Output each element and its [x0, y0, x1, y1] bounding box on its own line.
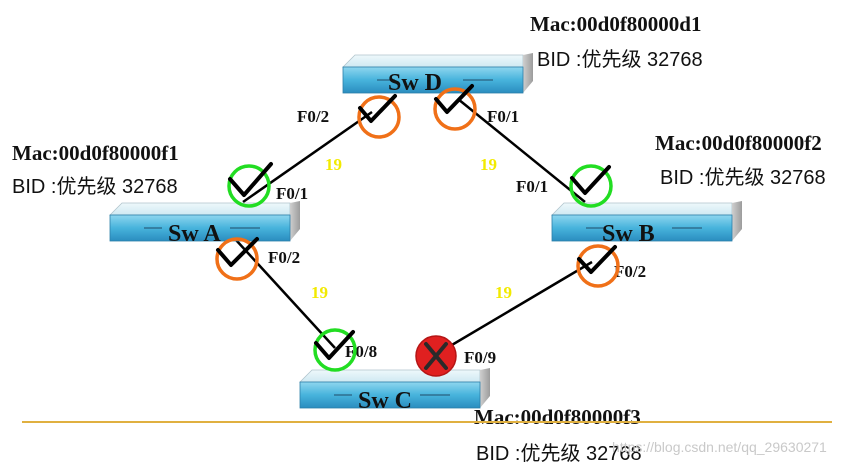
- port-d-f02-label: F0/2: [297, 107, 329, 126]
- link-d-b-cost: 19: [480, 155, 497, 174]
- port-b-f02-label: F0/2: [614, 262, 646, 281]
- switch-c-bid: BID :优先级 32768: [476, 442, 642, 465]
- switch-a-mac: Mac:00d0f80000f1: [12, 141, 179, 165]
- port-b-f01-label: F0/1: [516, 177, 548, 196]
- link-a-c: [235, 239, 336, 349]
- port-d-f02-marker: [357, 94, 401, 139]
- link-c-b-cost: 19: [495, 283, 512, 302]
- switch-a-bid: BID :优先级 32768: [12, 175, 178, 198]
- port-c-f09-marker: [415, 335, 457, 377]
- switch-c-name: Sw C: [358, 388, 412, 414]
- check-icon: [358, 94, 397, 123]
- switch-b-mac: Mac:00d0f80000f2: [655, 131, 822, 155]
- port-b-f02-marker: [576, 244, 620, 288]
- switch-d-name: Sw D: [388, 70, 442, 96]
- watermark: https://blog.csdn.net/qq_29630271: [612, 439, 827, 455]
- check-icon: [577, 245, 617, 274]
- link-a-d: [242, 110, 373, 204]
- check-icon: [434, 84, 474, 114]
- port-c-f09-label: F0/9: [464, 348, 496, 367]
- link-c-b: [439, 260, 593, 354]
- switch-d-bid: BID :优先级 32768: [537, 48, 703, 71]
- link-a-d-cost: 19: [325, 155, 342, 174]
- link-a-c-cost: 19: [311, 283, 328, 302]
- port-a-f02-label: F0/2: [268, 248, 300, 267]
- port-a-f02-marker: [215, 237, 259, 281]
- port-d-f01-label: F0/1: [487, 107, 519, 126]
- switch-b-bid: BID :优先级 32768: [660, 166, 826, 189]
- port-d-f01-marker: [433, 84, 477, 131]
- switch-c-mac: Mac:00d0f80000f3: [474, 405, 641, 429]
- port-a-f01-label: F0/1: [276, 184, 308, 203]
- check-icon: [228, 162, 273, 197]
- port-c-f08-label: F0/8: [345, 342, 377, 361]
- check-icon: [314, 330, 355, 360]
- check-icon: [216, 237, 259, 267]
- port-c-f08-marker: [313, 328, 357, 372]
- check-icon: [570, 165, 611, 195]
- switch-b-name: Sw B: [602, 221, 655, 247]
- port-a-f01-marker: [227, 162, 273, 208]
- switch-a-name: Sw A: [168, 221, 221, 247]
- x-icon: [424, 342, 448, 370]
- switch-d-mac: Mac:00d0f80000d1: [530, 12, 702, 36]
- port-b-f01-marker: [569, 164, 613, 208]
- link-d-b: [457, 98, 586, 203]
